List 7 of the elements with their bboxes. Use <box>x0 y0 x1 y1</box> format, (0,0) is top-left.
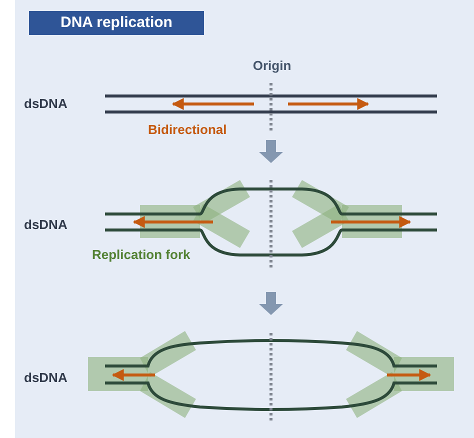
strand-label: dsDNA <box>24 370 68 386</box>
strand-label: dsDNA <box>24 96 68 112</box>
fork-label: Replication fork <box>92 247 190 263</box>
direction-label: Bidirectional <box>148 122 227 138</box>
strand-label: dsDNA <box>24 217 68 233</box>
origin-label: Origin <box>252 58 292 74</box>
title-banner: DNA replication <box>29 11 204 35</box>
